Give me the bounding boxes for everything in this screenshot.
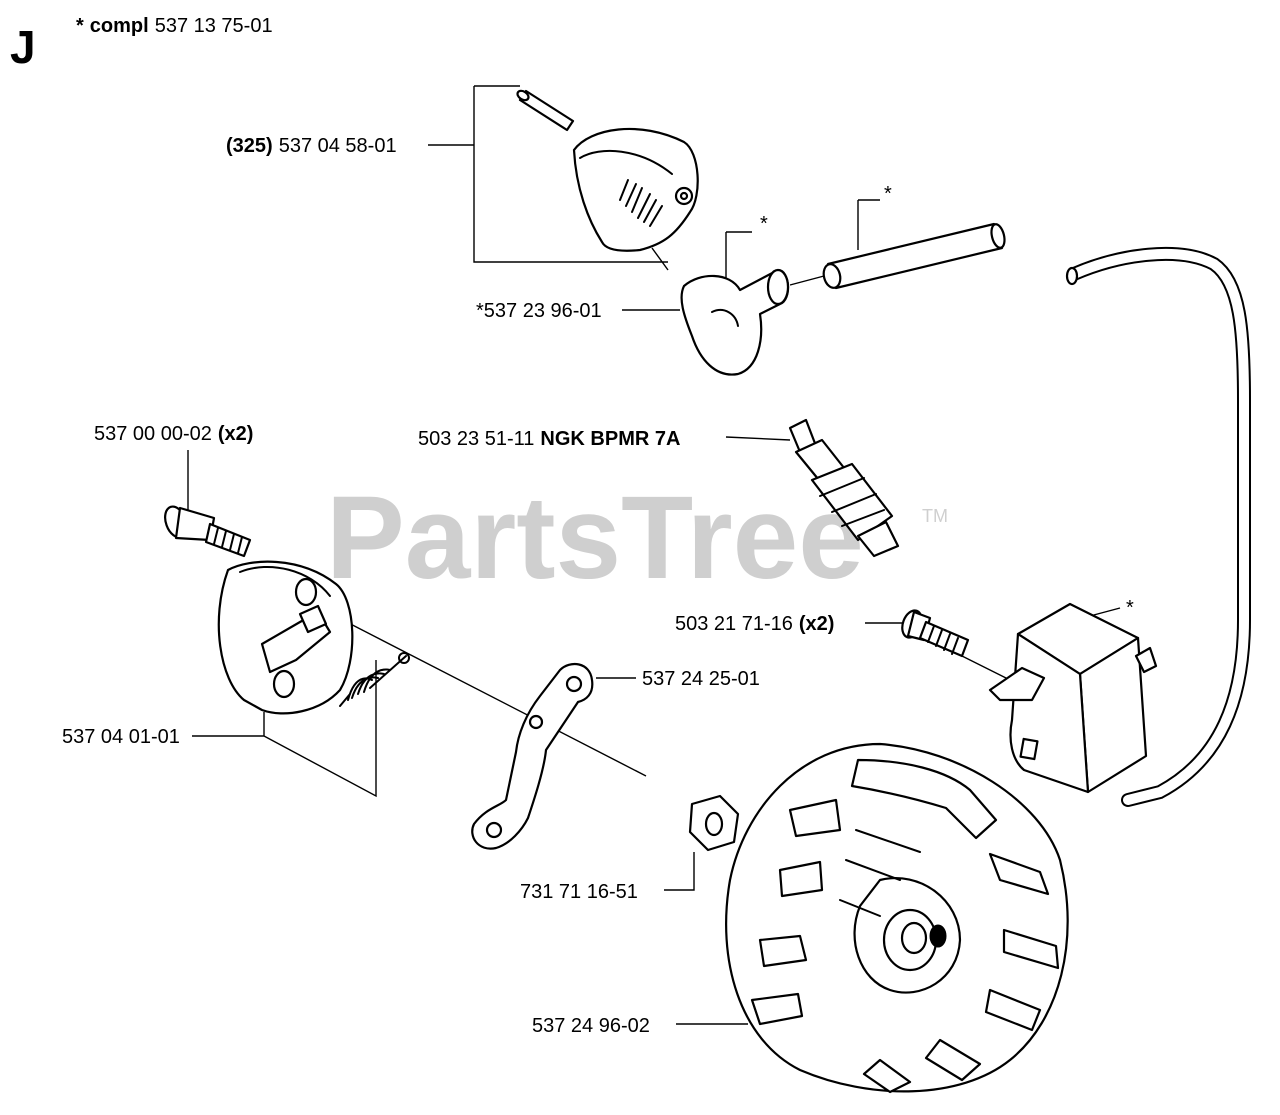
ht-lead-part	[1065, 246, 1251, 807]
label-plate: 537 24 25-01	[642, 668, 760, 690]
watermark-text: PartsTree	[326, 472, 864, 604]
cap-part	[572, 127, 699, 252]
label-cap: (325)537 04 58-01	[226, 135, 397, 157]
label-nut: 731 71 16-51	[520, 881, 638, 903]
header-assembly-label: * compl 537 13 75-01	[76, 15, 273, 37]
label-flywheel: 537 24 96-02	[532, 1015, 650, 1037]
spark-plug-part	[788, 418, 900, 558]
star-tube: *	[884, 183, 892, 205]
watermark-tm: TM	[922, 506, 948, 526]
header-star: *	[76, 15, 84, 37]
pin-part	[516, 89, 575, 132]
label-carrier: 537 04 01-01	[62, 726, 180, 748]
header-number: 537 13 75-01	[155, 15, 273, 37]
screw-a-part	[164, 505, 252, 558]
ignition-module-part	[988, 602, 1158, 794]
spring-part	[339, 652, 410, 707]
header-compl: compl	[90, 15, 149, 37]
screw-b-part	[901, 609, 970, 658]
carrier-part	[217, 560, 354, 715]
nut-part	[688, 794, 740, 852]
label-screw-b: 503 21 71-16(x2)	[675, 613, 834, 635]
boot-part	[680, 268, 790, 376]
plate-part	[471, 662, 594, 850]
star-boot: *	[760, 213, 768, 235]
label-boot: *537 23 96-01	[476, 300, 602, 322]
tube-part	[822, 222, 1006, 290]
section-letter: J	[10, 21, 36, 73]
flywheel-part	[725, 742, 1069, 1094]
label-screw-a: 537 00 00-02(x2)	[94, 423, 253, 445]
leader-lines	[187, 85, 1121, 1025]
star-module: *	[1126, 597, 1134, 619]
